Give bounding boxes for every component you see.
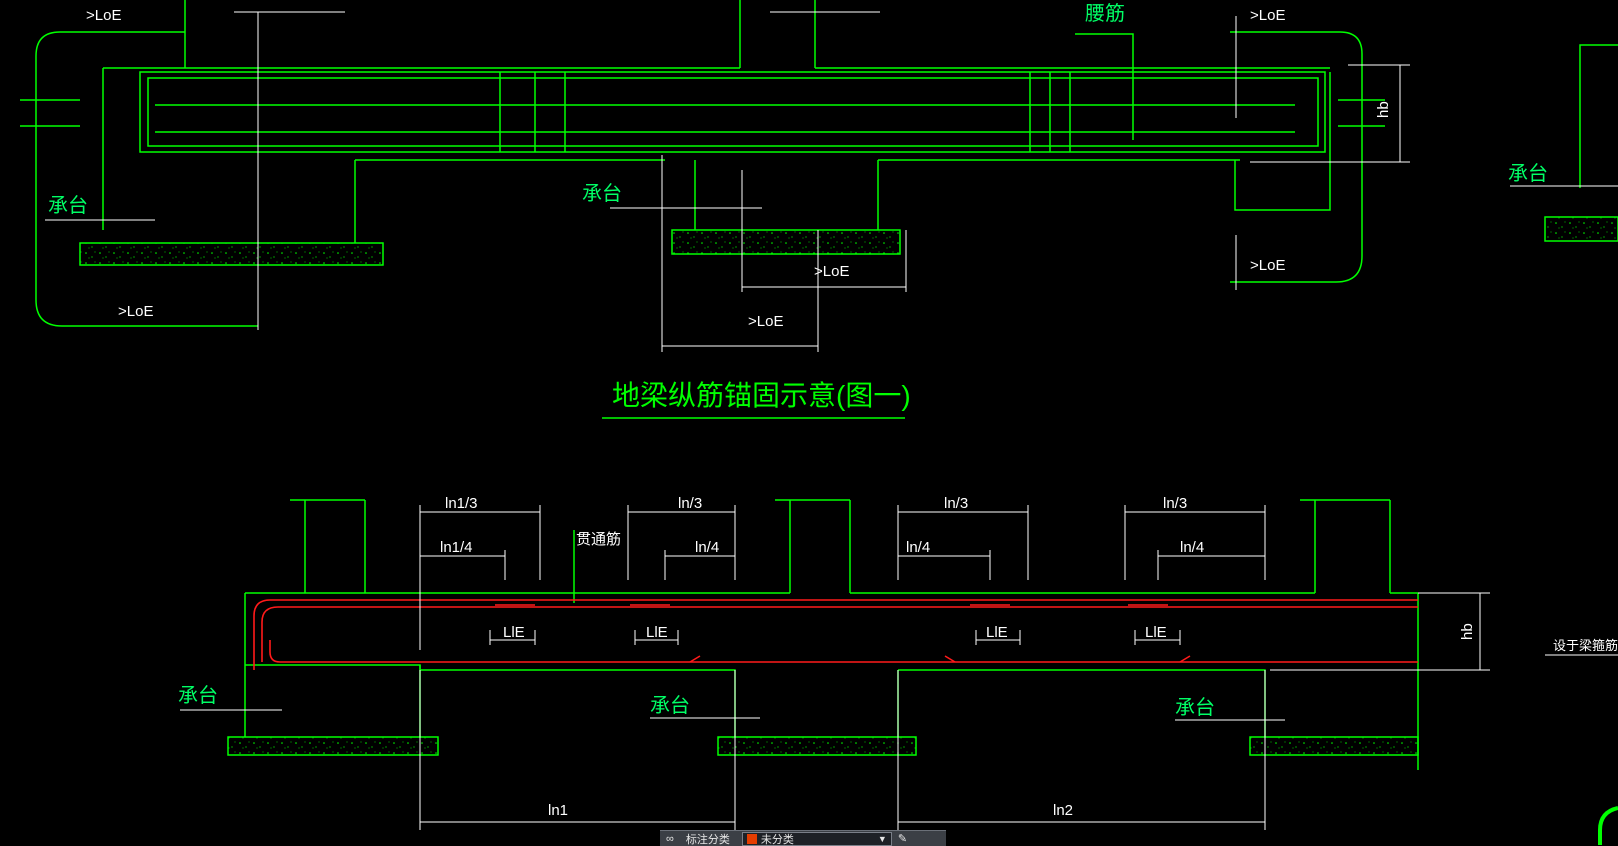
- ln1-quarter-label: ln1/4: [440, 539, 473, 556]
- ln-quarter-label-1: ln/4: [695, 539, 719, 556]
- figure1-beam-anchorage: [20, 0, 1618, 418]
- loe-label-6: >LoE: [748, 313, 783, 330]
- loe-label-3: >LoE: [1250, 257, 1285, 274]
- ln-third-label-2: ln/3: [944, 495, 968, 512]
- ln1-label: ln1: [548, 802, 568, 819]
- figure1-title: 地梁纵筋锚固示意(图一): [612, 380, 911, 411]
- snap-icon[interactable]: ∞: [660, 831, 680, 846]
- ln-quarter-label-3: ln/4: [1180, 539, 1204, 556]
- lle-label-4: LlE: [1145, 624, 1167, 641]
- ln-third-label-1: ln/3: [678, 495, 702, 512]
- cap-label-5: 承台: [650, 694, 690, 717]
- figure1-dimensions: [45, 12, 1618, 352]
- cap-label-2: 承台: [582, 182, 622, 205]
- side-note-label: 设于梁箍筋内: [1553, 638, 1618, 653]
- corner-circle-fragment: [1600, 808, 1618, 845]
- ln-third-label-3: ln/3: [1163, 495, 1187, 512]
- layer-select-value: 未分类: [761, 831, 794, 846]
- ln2-label: ln2: [1053, 802, 1073, 819]
- chevron-down-icon[interactable]: ▼: [878, 834, 887, 844]
- layer-select[interactable]: 未分类 ▼: [742, 832, 892, 846]
- layer-toolbar[interactable]: ∞ 标注分类 未分类 ▼ ✎: [660, 830, 946, 846]
- loe-label-1: >LoE: [86, 7, 121, 24]
- figure2-dimensions: [180, 505, 1618, 830]
- hb-label-1: hb: [1375, 101, 1392, 118]
- loe-label-4: >LoE: [118, 303, 153, 320]
- ln-quarter-label-2: ln/4: [906, 539, 930, 556]
- figure2-beam-continuity: [228, 500, 1418, 770]
- pen-icon[interactable]: ✎: [892, 831, 913, 846]
- through-bar-label: 贯通筋: [576, 531, 621, 548]
- ln1-third-label: ln1/3: [445, 495, 478, 512]
- lle-label-2: LlE: [646, 624, 668, 641]
- loe-label-2: >LoE: [1250, 7, 1285, 24]
- waist-bar-label: 腰筋: [1085, 2, 1125, 25]
- hb-label-2: hb: [1459, 623, 1476, 640]
- cap-label-6: 承台: [1175, 696, 1215, 719]
- lle-label-3: LlE: [986, 624, 1008, 641]
- cap-label-3: 承台: [1508, 162, 1548, 185]
- layer-color-swatch: [747, 834, 757, 844]
- cap-label-1: 承台: [48, 194, 88, 217]
- figure2-rebars: [254, 600, 1418, 670]
- lle-label-1: LlE: [503, 624, 525, 641]
- cap-label-4: 承台: [178, 684, 218, 707]
- toolbar-label: 标注分类: [680, 831, 736, 846]
- loe-label-5: >LoE: [814, 263, 849, 280]
